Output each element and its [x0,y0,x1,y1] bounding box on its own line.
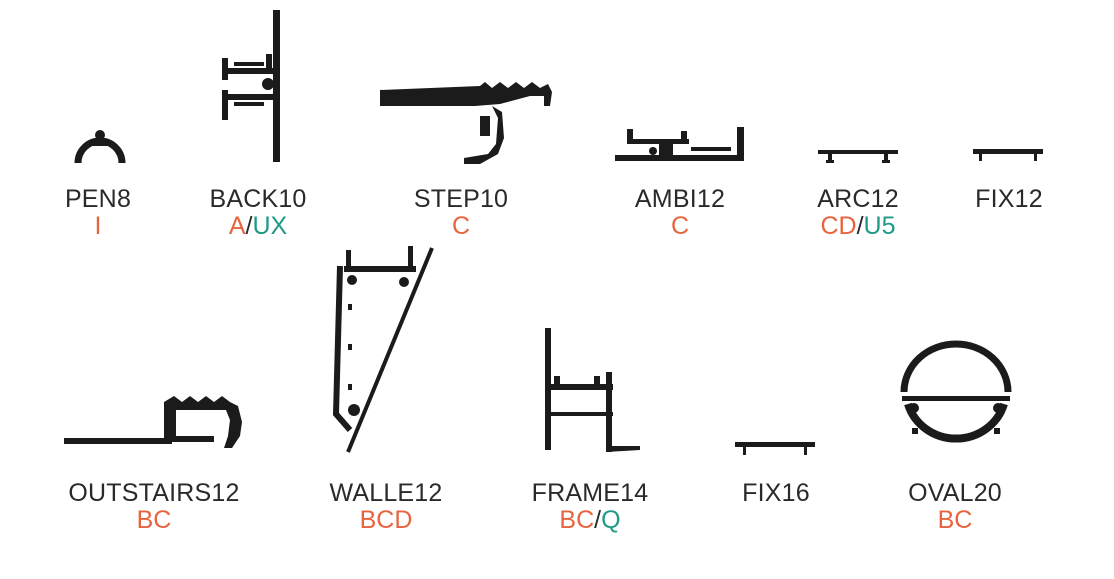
ambi12-profile-shape [615,127,744,161]
code-label: C [670,212,690,240]
arc12-profile-shape [818,150,898,163]
fix16-profile-shape [735,442,815,455]
code-label: A [228,212,246,240]
profile-codes: BCD [286,507,486,534]
profile-walle12: WALLE12 BCD [286,480,486,534]
profile-oval20: OVAL20 BC [855,480,1055,534]
code-label: BCD [359,506,413,534]
outstairs12-profile-shape [64,396,242,448]
profile-name: FRAME14 [531,479,649,507]
code-label: BC [559,506,595,534]
code-label: C [451,212,471,240]
profile-name: AMBI12 [634,185,726,213]
code-separator: / [594,506,602,534]
code-label: I [94,212,102,240]
profile-codes: CD/U5 [758,213,958,240]
profile-name: BACK10 [209,185,307,213]
profile-frame14: FRAME14 BC/Q [490,480,690,534]
step10-profile-shape [380,82,552,164]
profile-name: STEP10 [413,185,509,213]
frame14-profile-shape [545,328,640,452]
pen8-profile-shape [74,130,126,164]
profile-name: OUTSTAIRS12 [68,479,240,507]
profile-name: FIX12 [975,185,1043,213]
profile-arc12: ARC12 CD/U5 [758,186,958,240]
code-label: UX [252,212,288,240]
walle12-profile-shape [332,246,434,453]
code-label: Q [601,506,621,534]
code-separator: / [245,212,253,240]
profile-fix16: FIX16 [676,480,876,507]
profile-fix12: FIX12 [909,186,1109,213]
profile-name: ARC12 [817,185,899,213]
profile-name: FIX16 [742,479,810,507]
profile-back10: BACK10 A/UX [158,186,358,240]
back10-profile-shape [222,10,280,162]
code-separator: / [856,212,864,240]
code-label: BC [937,506,973,534]
code-label: BC [136,506,172,534]
profile-name: OVAL20 [908,479,1002,507]
profile-name: PEN8 [64,185,132,213]
profile-ambi12: AMBI12 C [580,186,780,240]
profile-codes: I [0,213,198,240]
profile-codes: C [361,213,561,240]
profile-codes: BC [54,507,254,534]
oval20-profile-shape [900,340,1012,443]
profile-codes: C [580,213,780,240]
profile-name: WALLE12 [329,479,443,507]
profile-codes: BC/Q [490,507,690,534]
profile-codes: BC [855,507,1055,534]
fix12-profile-shape [973,149,1043,161]
profile-outstairs12: OUTSTAIRS12 BC [54,480,254,534]
code-label: CD [820,212,857,240]
profile-step10: STEP10 C [361,186,561,240]
code-label: U5 [863,212,896,240]
profile-pen8: PEN8 I [0,186,198,240]
profile-codes: A/UX [158,213,358,240]
